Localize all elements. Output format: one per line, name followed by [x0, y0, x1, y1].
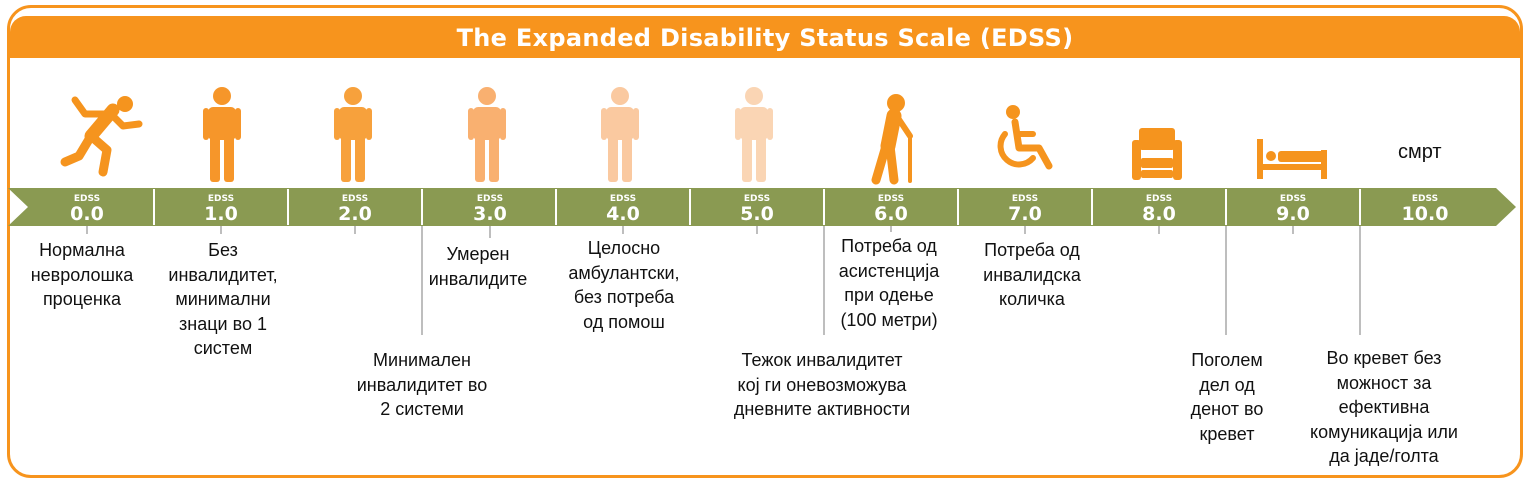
description-edss-5: Тежок инвалидитет кој ги оневозможува дн… [733, 350, 911, 419]
page-title: The Expanded Disability Status Scale (ED… [456, 24, 1074, 52]
description-edss-7: Потреба од инвалидска количка [983, 240, 1081, 309]
description-edss-4: Целосно амбулантски, без потреба од помо… [568, 238, 680, 332]
running-person-icon [60, 96, 143, 177]
walking-cane-person-icon [871, 94, 913, 185]
edss-code-label: EDSS [477, 194, 503, 204]
scale-ticks: EDSS0.0EDSS1.0EDSS2.0EDSS3.0EDSS4.0EDSS5… [70, 194, 1448, 225]
standing-person-icon [334, 87, 372, 182]
edss-value-label: 1.0 [204, 203, 238, 225]
edss-value-label: 5.0 [740, 203, 774, 225]
edss-code-label: EDSS [342, 194, 368, 204]
bed-icon [1257, 139, 1327, 179]
standing-person-icon [468, 87, 506, 182]
edss-code-label: EDSS [1280, 194, 1306, 204]
edss-code-label: EDSS [1146, 194, 1172, 204]
edss-code-label: EDSS [1012, 194, 1038, 204]
edss-value-label: 7.0 [1008, 203, 1042, 225]
edss-value-label: 9.0 [1276, 203, 1310, 225]
edss-value-label: 0.0 [70, 203, 104, 225]
edss-value-label: 10.0 [1402, 203, 1449, 225]
standing-person-icon [601, 87, 639, 182]
armchair-icon [1132, 128, 1182, 180]
description-edss-8: Поголем дел од денот во кревет [1190, 350, 1264, 444]
edss-code-label: EDSS [610, 194, 636, 204]
edss-code-label: EDSS [208, 194, 234, 204]
edss-value-label: 2.0 [338, 203, 372, 225]
edss-code-label: EDSS [878, 194, 904, 204]
edss-code-label: EDSS [74, 194, 100, 204]
disability-icons [60, 87, 1327, 185]
scale-separators [153, 189, 1361, 225]
standing-person-icon [203, 87, 241, 182]
edss-code-label: EDSS [744, 194, 770, 204]
description-edss-9: Во кревет без можност за ефективна комун… [1310, 348, 1458, 466]
edss-value-label: 3.0 [473, 203, 507, 225]
infographic-frame [7, 5, 1523, 478]
edss-value-label: 8.0 [1142, 203, 1176, 225]
edss-value-label: 4.0 [606, 203, 640, 225]
description-edss-0: Нормална невролошка проценка [30, 240, 134, 309]
death-label: смрт [1398, 141, 1442, 163]
edss-code-label: EDSS [1412, 194, 1438, 204]
description-edss-6: Потреба од асистенција при одење (100 ме… [838, 236, 940, 330]
description-edss-3: Умерен инвалидите [428, 244, 528, 289]
standing-person-icon [735, 87, 773, 182]
description-edss-2: Минимален инвалидитет во 2 системи [356, 350, 488, 419]
wheelchair-icon [997, 105, 1053, 170]
description-edss-1: Без инвалидитет, минимални знаци во 1 си… [168, 240, 278, 358]
title-banner: The Expanded Disability Status Scale (ED… [10, 16, 1520, 58]
scale-arrow [8, 188, 1516, 226]
connector-lines [86, 226, 1361, 335]
edss-value-label: 6.0 [874, 203, 908, 225]
